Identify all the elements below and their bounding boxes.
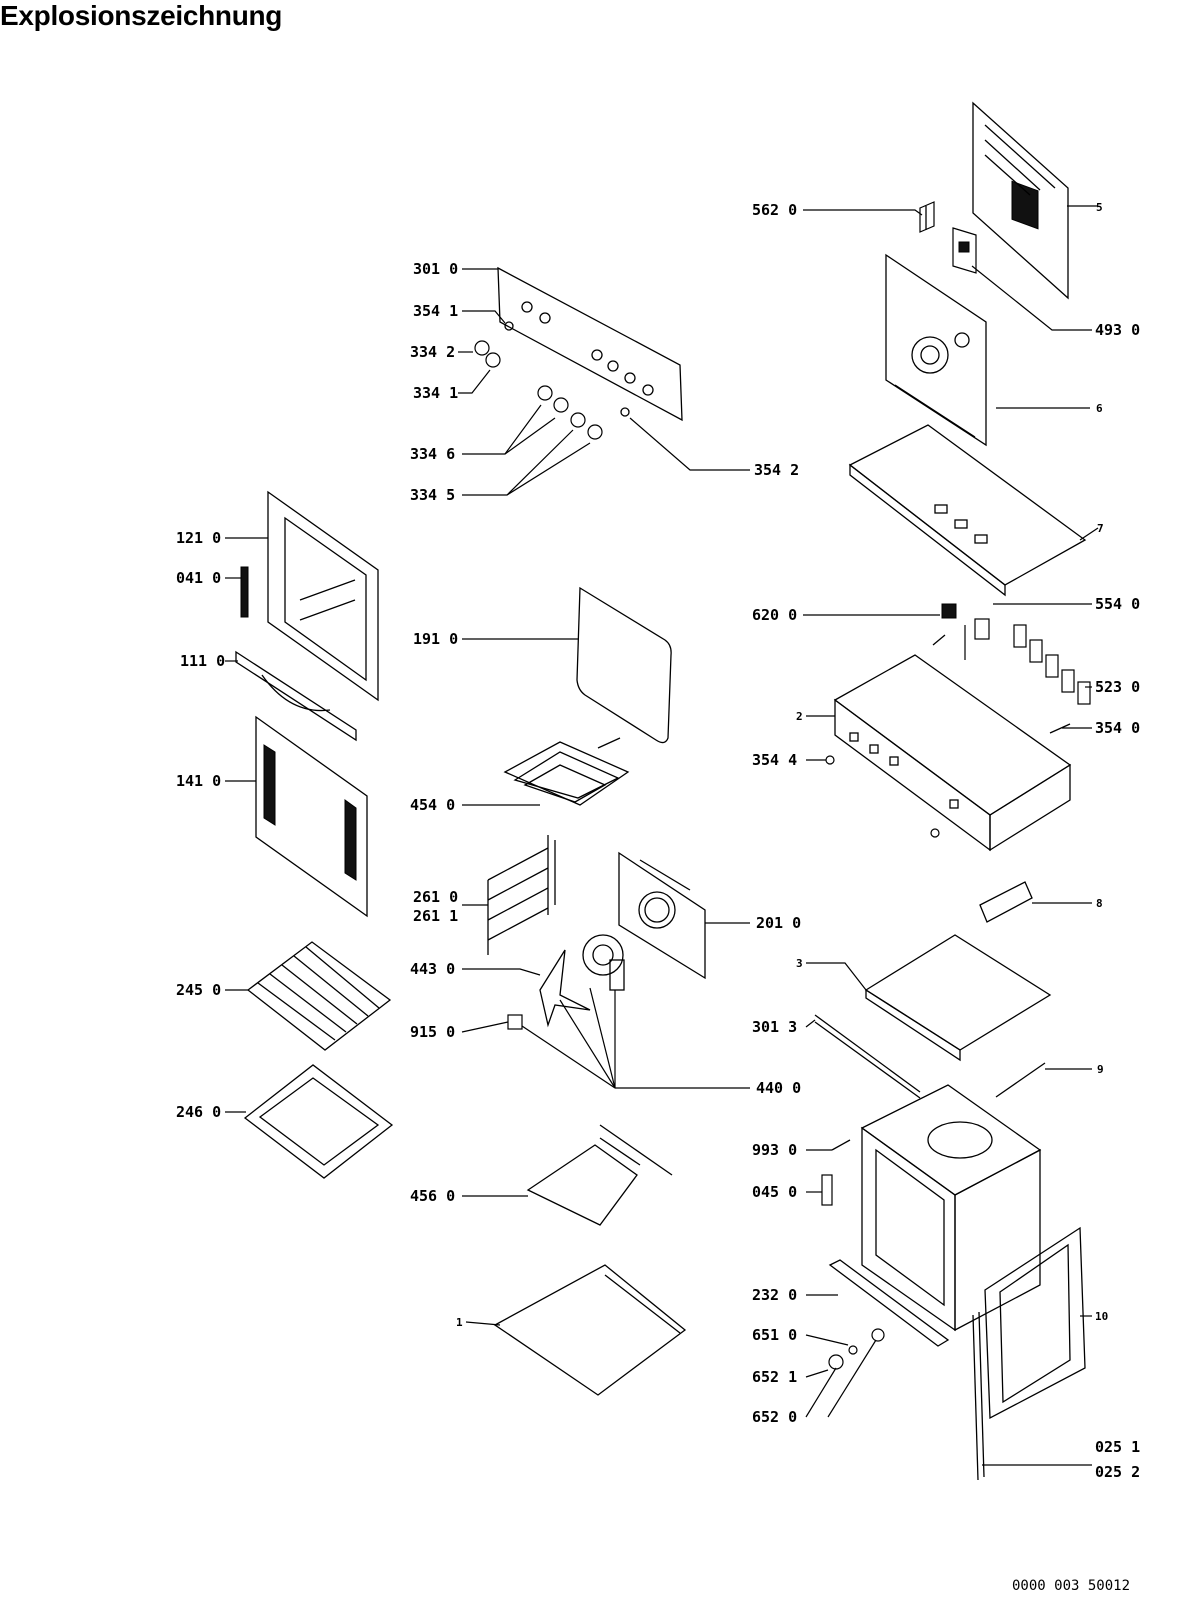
label-191-0: 191 0 [413, 630, 458, 648]
label-454-0: 454 0 [410, 796, 455, 814]
oven-cavity [860, 1084, 1042, 1332]
screws [825, 723, 1071, 838]
label-334-6: 334 6 [410, 445, 455, 463]
rear-wall [885, 253, 987, 447]
label-7: 7 [1097, 522, 1104, 535]
fan-motor [582, 934, 625, 991]
leader-lines [225, 205, 1099, 1466]
trim-strip [972, 1311, 985, 1481]
label-111-0: 111 0 [180, 652, 225, 670]
label-354-2: 354 2 [754, 461, 799, 479]
door-handle [235, 650, 357, 742]
label-652-0: 652 0 [752, 1408, 797, 1426]
rotisserie-spit [526, 1124, 673, 1226]
fan-cover-plate [618, 851, 706, 980]
floor-plate [864, 934, 1052, 1062]
label-334-5: 334 5 [410, 486, 455, 504]
label-201-0: 201 0 [756, 914, 801, 932]
relay-part [919, 201, 935, 233]
oven-rack [246, 941, 392, 1051]
grill-element [503, 737, 630, 806]
label-651-0: 651 0 [752, 1326, 797, 1344]
label-993-0: 993 0 [752, 1141, 797, 1159]
label-2: 2 [796, 710, 803, 723]
side-frame [984, 1226, 1086, 1420]
small-knobs [828, 1328, 885, 1370]
rod-part [995, 1062, 1046, 1098]
label-334-1: 334 1 [413, 384, 458, 402]
label-232-0: 232 0 [752, 1286, 797, 1304]
control-knobs [474, 321, 603, 440]
label-493-0: 493 0 [1095, 321, 1140, 339]
label-301-0: 301 0 [413, 260, 458, 278]
back-cover-panel [972, 101, 1069, 300]
bottom-plate [493, 1264, 687, 1396]
label-554-0: 554 0 [1095, 595, 1140, 613]
label-246-0: 246 0 [176, 1103, 221, 1121]
label-121-0: 121 0 [176, 529, 221, 547]
bracket-part [979, 881, 1033, 923]
label-045-0: 045 0 [752, 1183, 797, 1201]
side-rail [814, 1014, 921, 1099]
label-245-0: 245 0 [176, 981, 221, 999]
label-6: 6 [1096, 402, 1103, 415]
thermostat [932, 603, 957, 646]
label-440-0: 440 0 [756, 1079, 801, 1097]
label-025-1: 025 1 [1095, 1438, 1140, 1456]
label-354-0: 354 0 [1095, 719, 1140, 737]
label-1: 1 [456, 1316, 463, 1329]
label-456-0: 456 0 [410, 1187, 455, 1205]
oven-gasket [576, 586, 672, 744]
label-620-0: 620 0 [752, 606, 797, 624]
label-10: 10 [1095, 1310, 1108, 1323]
label-041-0: 041 0 [176, 569, 221, 587]
label-523-0: 523 0 [1095, 678, 1140, 696]
label-3: 3 [796, 957, 803, 970]
label-025-2: 025 2 [1095, 1463, 1140, 1481]
label-915-0: 915 0 [410, 1023, 455, 1041]
label-354-4: 354 4 [752, 751, 797, 769]
label-261-1: 261 1 [413, 907, 458, 925]
label-301-3: 301 3 [752, 1018, 797, 1036]
fan-blade [539, 949, 591, 1028]
label-334-2: 334 2 [410, 343, 455, 361]
label-652-1: 652 1 [752, 1368, 797, 1386]
baking-tray [243, 1064, 394, 1179]
shelf-supports [487, 835, 556, 955]
control-module [952, 227, 977, 274]
label-5: 5 [1096, 201, 1103, 214]
label-8: 8 [1096, 897, 1103, 910]
label-443-0: 443 0 [410, 960, 455, 978]
page-title: Explosionszeichnung [0, 0, 283, 31]
electronics-chassis [833, 654, 1072, 852]
sensor-probe [831, 1139, 851, 1151]
label-141-0: 141 0 [176, 772, 221, 790]
selector-switches [974, 618, 1091, 705]
label-9: 9 [1097, 1063, 1104, 1076]
label-261-0: 261 0 [413, 888, 458, 906]
inner-door-frame [267, 490, 379, 702]
document-code: 0000 003 50012 [1012, 1578, 1131, 1594]
door-hinge [240, 566, 249, 618]
top-plate [848, 424, 1087, 597]
cross-rail [828, 1259, 950, 1347]
door-switch [821, 1174, 833, 1206]
label-354-1: 354 1 [413, 302, 458, 320]
outer-door-glass [255, 715, 368, 918]
control-panel-fascia [497, 266, 683, 422]
label-562-0: 562 0 [752, 201, 797, 219]
oven-lamp [507, 1014, 523, 1030]
